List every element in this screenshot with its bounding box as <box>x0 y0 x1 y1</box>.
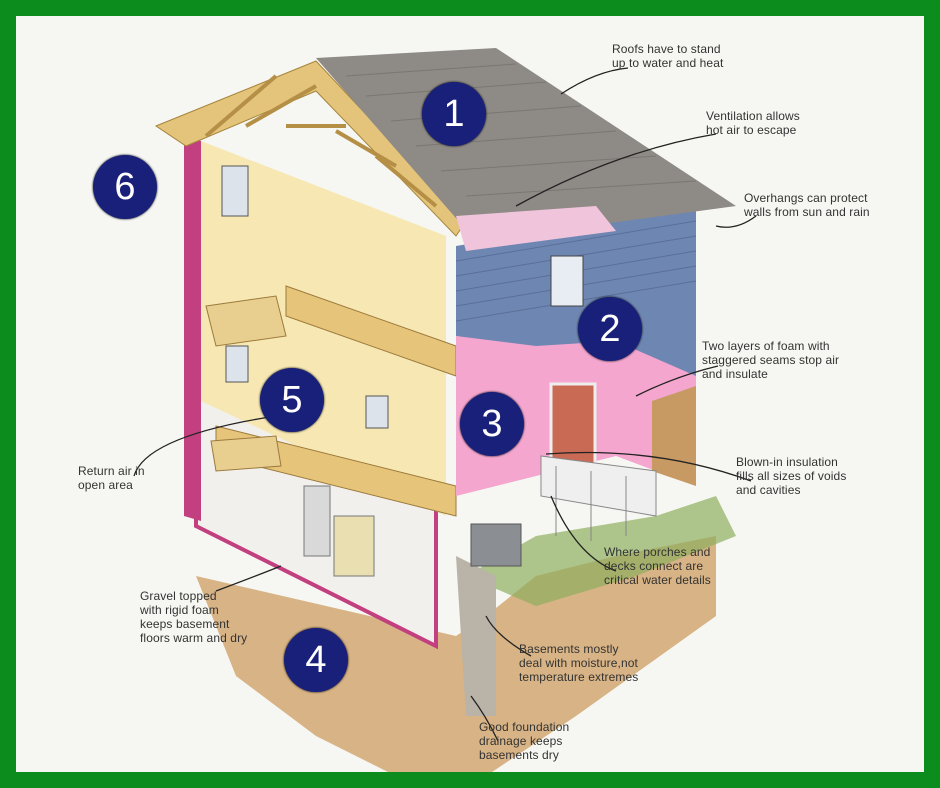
callout-gravel: Gravel topped with rigid foam keeps base… <box>140 589 248 645</box>
stairs-upper <box>205 295 287 347</box>
callout-return-air: Return air in open area <box>78 464 145 492</box>
house-cutaway-illustration <box>133 48 757 772</box>
badge-1: 1 <box>422 82 486 146</box>
callout-drainage: Good foundation drainage keeps basements… <box>479 720 570 762</box>
badge-4: 4 <box>284 628 348 692</box>
leader-porches <box>550 495 617 572</box>
leader-drainage <box>470 695 499 742</box>
leader-gravel <box>215 565 282 592</box>
callout-roof: Roofs have to stand up to water and heat <box>612 42 724 70</box>
sheathing-panel <box>652 386 696 486</box>
leader-roof <box>560 67 629 95</box>
badge-6: 6 <box>93 155 157 219</box>
callout-porches: Where porches and decks connect are crit… <box>604 545 711 587</box>
leader-basements <box>485 615 532 657</box>
callout-basements: Basements mostly deal with moisture,not … <box>519 642 639 684</box>
callout-blown-in: Blown-in insulation fills all sizes of v… <box>736 455 847 497</box>
callout-foam: Two layers of foam with staggered seams … <box>702 339 840 381</box>
leader-overhangs <box>715 215 757 228</box>
furnace <box>333 515 375 577</box>
interior-window-top <box>221 165 249 217</box>
leader-blown-in <box>545 451 752 482</box>
roof-trusses <box>154 60 467 237</box>
exterior-window <box>550 255 584 307</box>
leader-foam <box>635 365 719 397</box>
ac-unit <box>470 523 522 567</box>
attic-insulation <box>456 206 616 251</box>
callout-overhangs: Overhangs can protect walls from sun and… <box>744 191 870 219</box>
interior-window-mid <box>225 345 249 383</box>
badge-3: 3 <box>460 392 524 456</box>
roof-shingles <box>316 48 736 241</box>
callout-ventilation: Ventilation allows hot air to escape <box>706 109 800 137</box>
left-wall <box>184 136 201 521</box>
water-heater <box>303 485 331 557</box>
porch-deck <box>540 455 657 517</box>
soil-cross-section <box>196 536 716 772</box>
leader-ventilation <box>515 133 717 207</box>
interior-window-low <box>365 395 389 429</box>
leader-return-air <box>133 415 277 477</box>
badge-5: 5 <box>260 368 324 432</box>
badge-2: 2 <box>578 297 642 361</box>
grass-yard <box>466 496 736 606</box>
gravel-drainage <box>456 556 496 716</box>
stairs-lower <box>210 435 282 472</box>
